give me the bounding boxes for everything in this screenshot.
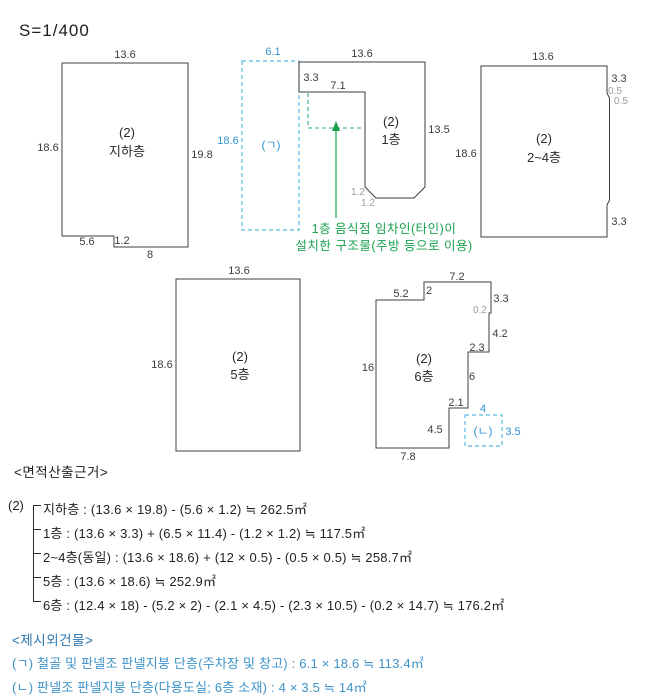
floor6-dim-right3: 4.2 bbox=[492, 328, 507, 340]
tenant-structure-note: 1층 음식점 임차인(타인)이 설치한 구조물(주방 등으로 이용) bbox=[295, 222, 472, 253]
bracket-tick bbox=[33, 505, 41, 506]
area-group-code: (2) bbox=[8, 498, 24, 513]
basement-dim-bottom: 8 bbox=[147, 249, 153, 261]
plan-floor5: 13.6 18.6 (2) 5층 bbox=[151, 265, 301, 452]
plan-basement: 13.6 18.6 19.8 5.6 1.2 8 (2) 지하층 bbox=[37, 49, 212, 261]
floor1-dim-notch-v: 1.2 bbox=[351, 187, 365, 198]
basement-code: (2) bbox=[119, 125, 135, 140]
floor2to4-dim-right-top: 3.3 bbox=[611, 73, 626, 85]
floor6-dim-step-up: 2 bbox=[426, 285, 432, 297]
floor2to4-outline bbox=[480, 65, 610, 238]
floor5-dim-top: 13.6 bbox=[228, 265, 249, 277]
floor2to4-name: 2~4층 bbox=[527, 150, 561, 165]
bracket-tick bbox=[33, 577, 41, 578]
floor1-dim-notch-h: 1.2 bbox=[361, 198, 375, 209]
floor6-dim-left: 16 bbox=[362, 362, 374, 374]
note-line2: 설치한 구조물(주방 등으로 이용) bbox=[295, 239, 472, 253]
floor1-dim-inner-top: 7.1 bbox=[330, 80, 345, 92]
annex-n-dim-top: 4 bbox=[480, 403, 486, 415]
floor1-dim-left-upper: 3.3 bbox=[303, 72, 318, 84]
basement-dim-right: 19.8 bbox=[191, 149, 212, 161]
annex-g-dim-top: 6.1 bbox=[265, 46, 280, 58]
extra-row-n: (ㄴ) 판넬조 판넬지붕 단층(다용도실; 6층 소재) : 4 × 3.5 ≒… bbox=[12, 680, 367, 695]
annex-n-code: (ㄴ) bbox=[473, 424, 492, 438]
basement-name: 지하층 bbox=[109, 144, 145, 159]
note-line1: 1층 음식점 임차인(타인)이 bbox=[312, 222, 457, 236]
basement-dim-top: 13.6 bbox=[114, 49, 135, 61]
annex-g-dim-left: 18.6 bbox=[217, 135, 238, 147]
scale-label: S=1/400 bbox=[19, 21, 90, 40]
basement-dim-bottom-left: 5.6 bbox=[79, 236, 94, 248]
floor2to4-dim-top: 13.6 bbox=[532, 51, 553, 63]
floor5-dim-left: 18.6 bbox=[151, 359, 172, 371]
extra-section-title: <제시외건물> bbox=[12, 633, 94, 648]
area-row-floor2to4: 2~4층(동일) : (13.6 × 18.6) + (12 × 0.5) - … bbox=[43, 550, 413, 565]
annex-n-dim-right: 3.5 bbox=[505, 426, 520, 438]
floor5-outline bbox=[175, 278, 301, 452]
bracket-tick bbox=[33, 601, 41, 602]
floor6-dim-top-left: 5.2 bbox=[393, 288, 408, 300]
floor6-dim-top: 7.2 bbox=[449, 271, 464, 283]
floor1-outline bbox=[298, 61, 426, 199]
annex-n: 4 (ㄴ) 3.5 bbox=[464, 403, 521, 447]
floor6-dim-right2: 0.2 bbox=[473, 305, 487, 316]
floor6-code: (2) bbox=[416, 351, 432, 366]
annotation-arrow-head bbox=[332, 121, 340, 131]
annex-g-outline bbox=[241, 60, 300, 231]
area-row-floor5: 5층 : (13.6 × 18.6) ≒ 252.9㎡ bbox=[43, 574, 217, 589]
plans-drawing: 13.6 18.6 19.8 5.6 1.2 8 (2) 지하층 6.1 18.… bbox=[37, 46, 628, 463]
extra-row-g: (ㄱ) 철골 및 판넬조 판넬지붕 단층(주차장 및 창고) : 6.1 × 1… bbox=[12, 656, 424, 671]
floor6-dim-right1: 3.3 bbox=[493, 293, 508, 305]
floor6-dim-right6: 2.1 bbox=[448, 397, 463, 409]
floor1-dim-top: 13.6 bbox=[351, 48, 372, 60]
plan-floor1: 13.6 3.3 7.1 13.5 1.2 1.2 (2) 1층 bbox=[298, 48, 450, 218]
floor6-outline bbox=[375, 281, 492, 449]
floor1-tenant-structure-dashed bbox=[307, 93, 365, 129]
plan-floor2to4: 13.6 3.3 0.5 0.5 18.6 3.3 (2) 2~4층 bbox=[455, 51, 628, 238]
floor6-dim-right7: 4.5 bbox=[427, 424, 442, 436]
annex-g-code: (ㄱ) bbox=[261, 138, 280, 152]
floor2to4-dim-notch-a: 0.5 bbox=[608, 86, 622, 97]
basement-dim-step: 1.2 bbox=[114, 235, 129, 247]
bracket-tick bbox=[33, 553, 41, 554]
floor1-code: (2) bbox=[383, 114, 399, 129]
floor6-dim-right4: 2.3 bbox=[469, 342, 484, 354]
floor6-dim-right5: 6 bbox=[469, 371, 475, 383]
basement-outline bbox=[61, 62, 189, 248]
area-row-floor1: 1층 : (13.6 × 3.3) + (6.5 × 11.4) - (1.2 … bbox=[43, 526, 366, 541]
floor1-name: 1층 bbox=[381, 132, 400, 147]
floor2to4-dim-notch-b: 0.5 bbox=[614, 96, 628, 107]
area-row-floor6: 6층 : (12.4 × 18) - (5.2 × 2) - (2.1 × 4.… bbox=[43, 598, 505, 613]
floor6-name: 6층 bbox=[414, 369, 433, 384]
bracket-tick bbox=[33, 529, 41, 530]
floor1-dim-right: 13.5 bbox=[428, 124, 449, 136]
floor5-code: (2) bbox=[232, 349, 248, 364]
annex-n-outline bbox=[464, 414, 503, 447]
floor2to4-dim-left: 18.6 bbox=[455, 148, 476, 160]
floor2to4-code: (2) bbox=[536, 131, 552, 146]
annex-g: 6.1 18.6 (ㄱ) bbox=[217, 46, 300, 231]
floor2to4-dim-right-bottom: 3.3 bbox=[611, 216, 626, 228]
floor6-dim-bottom: 7.8 bbox=[400, 451, 415, 460]
area-section-title: <면적산출근거> bbox=[14, 465, 109, 480]
basement-dim-left: 18.6 bbox=[37, 142, 58, 154]
area-row-basement: 지하층 : (13.6 × 19.8) - (5.6 × 1.2) ≒ 262.… bbox=[43, 502, 308, 517]
floor5-name: 5층 bbox=[230, 367, 249, 382]
